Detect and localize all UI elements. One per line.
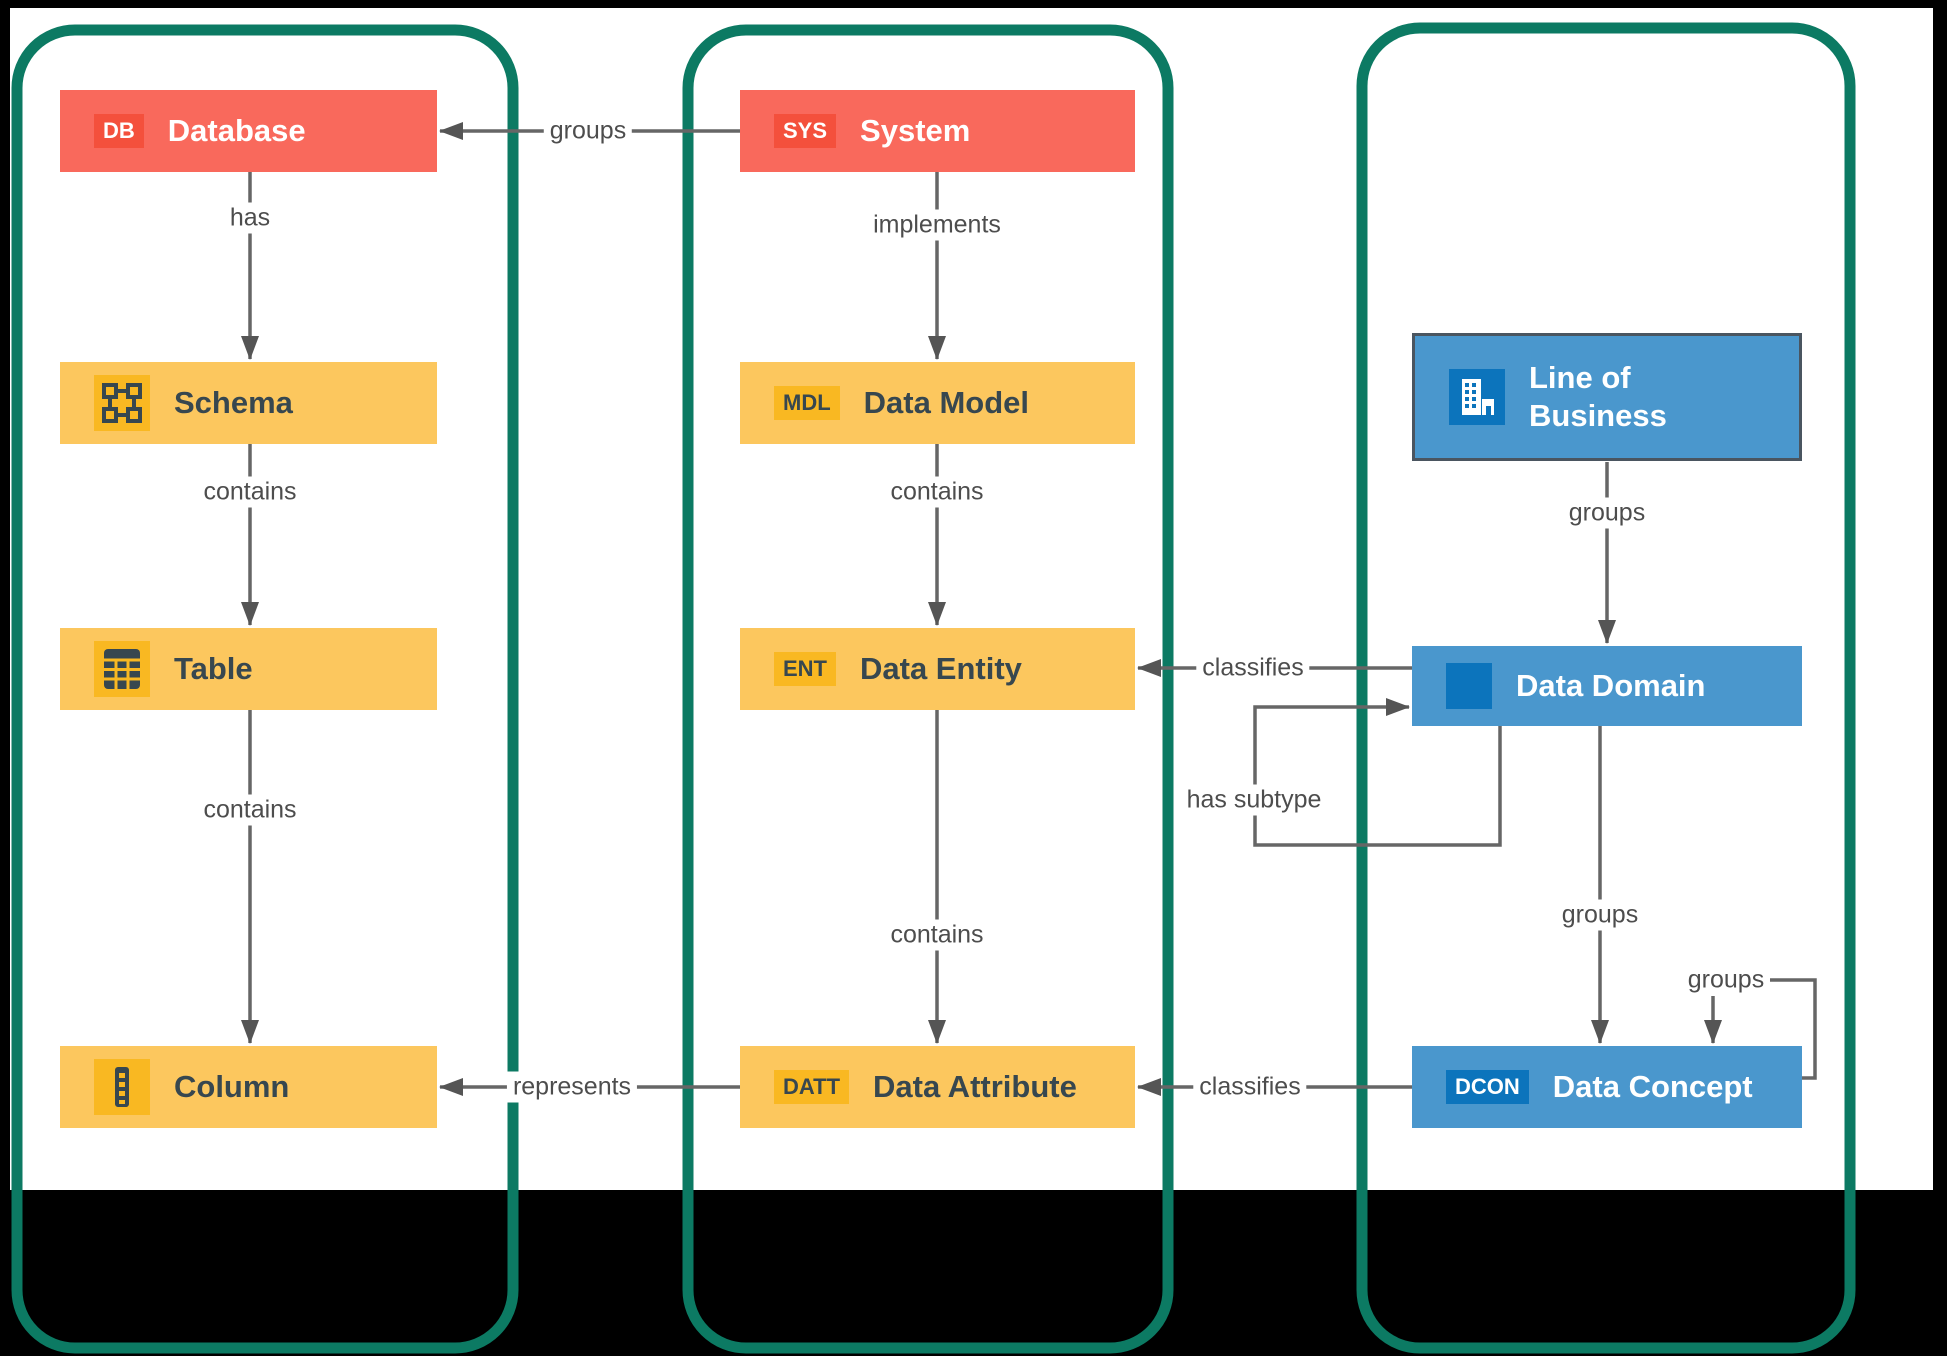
edge-label-implements: implements (867, 209, 1007, 241)
edge-label-groups-sysdb: groups (543, 115, 633, 147)
edge-label-groups-domcon: groups (1555, 899, 1645, 931)
node-label: Database (167, 113, 306, 148)
edge-label-groups-self: groups (1681, 964, 1771, 996)
node-label: Data Entity (860, 651, 1022, 686)
diagram-background (10, 8, 1933, 1190)
edge-label-has-subtype: has subtype (1180, 784, 1328, 816)
node-label: Line of Business (1529, 360, 1667, 433)
node-line-of-business: Line of Business (1412, 333, 1802, 461)
edge-label-has: has (223, 202, 277, 234)
node-data-concept: DCON Data Concept (1412, 1046, 1802, 1128)
building-icon (1449, 369, 1505, 425)
node-label: Data Attribute (873, 1069, 1077, 1104)
edge-domain-has-subtype (1253, 698, 1502, 847)
node-system: SYS System (740, 90, 1135, 172)
database-badge: DB (94, 114, 144, 148)
edge-label-contains-2: contains (197, 794, 303, 826)
system-badge: SYS (774, 114, 837, 148)
column-icon (94, 1059, 150, 1115)
blue-square-badge (1446, 663, 1492, 709)
group-outline-business-stack (1356, 22, 1856, 1354)
table-icon (94, 641, 150, 697)
group-outline-system-stack (682, 24, 1174, 1354)
edge-label-classifies-top: classifies (1196, 652, 1310, 684)
node-label: Schema (174, 385, 293, 420)
node-label: Table (174, 651, 253, 686)
node-label: Data Model (863, 385, 1030, 420)
edge-label-contains-3: contains (884, 476, 990, 508)
data-entity-badge: ENT (774, 652, 836, 686)
node-table: Table (60, 628, 437, 710)
edge-label-contains-1: contains (197, 476, 303, 508)
edge-concept-groups-loop (1770, 978, 1817, 1080)
node-data-attribute: DATT Data Attribute (740, 1046, 1135, 1128)
node-database: DB Database (60, 90, 437, 172)
node-column: Column (60, 1046, 437, 1128)
data-model-badge: MDL (774, 386, 840, 420)
edge-label-groups-lob: groups (1562, 497, 1652, 529)
schema-icon (94, 375, 150, 431)
node-label: Column (174, 1069, 290, 1104)
node-data-entity: ENT Data Entity (740, 628, 1135, 710)
edge-label-contains-4: contains (884, 919, 990, 951)
node-data-domain: Data Domain (1412, 646, 1802, 726)
group-outline-database-stack (11, 24, 519, 1354)
data-concept-badge: DCON (1446, 1070, 1529, 1104)
edge-label-represents: represents (506, 1071, 638, 1103)
node-label: Data Domain (1516, 668, 1706, 703)
data-attribute-badge: DATT (774, 1070, 850, 1104)
node-label: Data Concept (1552, 1069, 1753, 1104)
node-data-model: MDL Data Model (740, 362, 1135, 444)
node-label: System (860, 113, 971, 148)
node-schema: Schema (60, 362, 437, 444)
edge-label-classifies-bottom: classifies (1193, 1071, 1307, 1103)
